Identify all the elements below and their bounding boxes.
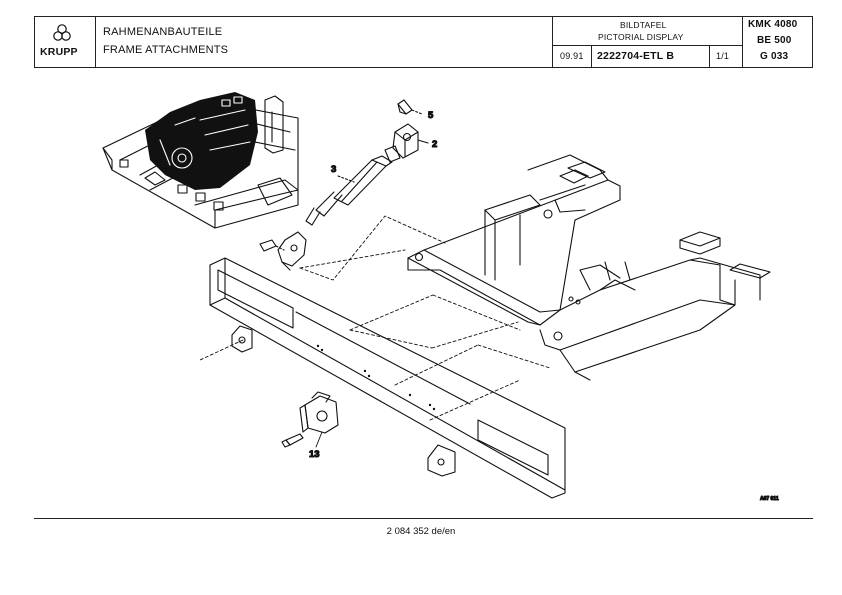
- pictorial-label: PICTORIAL DISPLAY: [598, 32, 684, 42]
- callout-5: 5: [428, 110, 434, 121]
- krupp-rings-icon: [53, 24, 71, 41]
- date-value: 09.91: [560, 51, 584, 61]
- engine-highlights: [159, 96, 251, 169]
- krupp-logo: KRUPP: [35, 17, 95, 67]
- brand-label: KRUPP: [40, 46, 78, 58]
- footer-code: 2 084 352 de/en: [386, 526, 456, 537]
- frame-bracket: [407, 154, 771, 381]
- title-de: RAHMENANBAUTEILE: [103, 26, 223, 38]
- drawing-reference: A07 611: [760, 496, 779, 502]
- callout-2: 2: [432, 139, 437, 150]
- group-value: G 033: [760, 51, 789, 62]
- title-en: FRAME ATTACHMENTS: [103, 44, 229, 56]
- towing-coupling: [281, 391, 339, 448]
- model-value: KMK 4080: [748, 19, 798, 30]
- part-5-sleeve: [397, 99, 423, 115]
- callout-13: 13: [309, 449, 320, 460]
- engine-block: [145, 92, 258, 190]
- callout-13-leader: [315, 431, 323, 448]
- bildtafel-label: BILDTAFEL: [620, 20, 667, 30]
- sheet-value: 1/1: [716, 51, 730, 61]
- footer-rule: [34, 518, 813, 519]
- assembly-leaders: [199, 215, 551, 421]
- lower-clevis: [259, 231, 307, 271]
- part-3-cylinder: [305, 155, 393, 226]
- title-block: KRUPP RAHMENANBAUTEILE FRAME ATTACHMENTS…: [34, 16, 813, 68]
- beam-holes: [316, 344, 436, 411]
- be-value: BE 500: [757, 35, 792, 46]
- mount-blocks: [231, 325, 456, 477]
- part-2-clevis: [384, 123, 429, 163]
- doc-number: 2222704-ETL B: [597, 50, 675, 62]
- callout-3: 3: [331, 164, 336, 175]
- bumper-beam: [209, 257, 566, 499]
